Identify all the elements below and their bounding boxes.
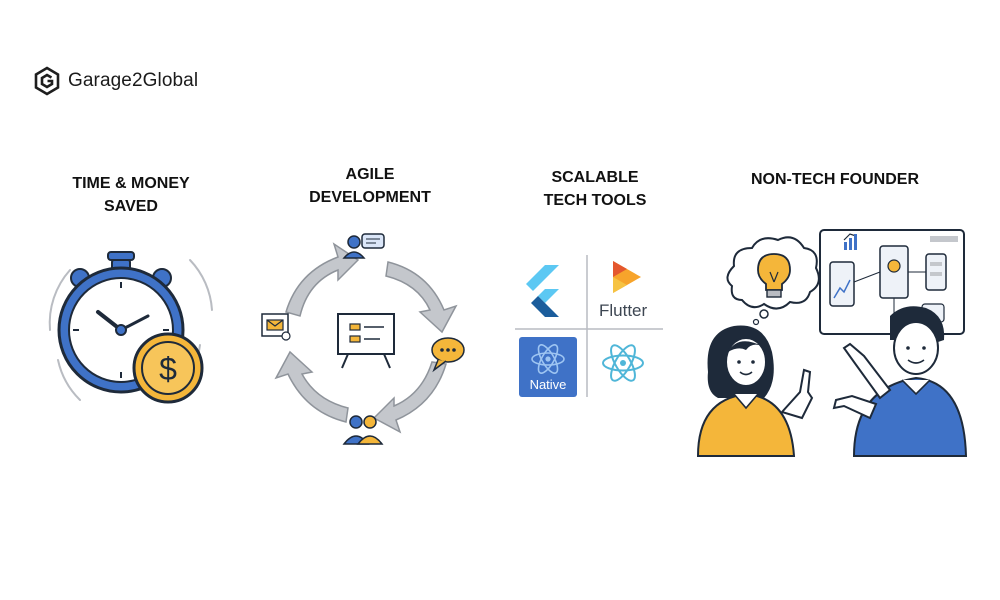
hexagon-g-logo-icon: [34, 66, 60, 96]
title-line: AGILE: [345, 166, 395, 183]
stopwatch-illustration: $: [48, 251, 213, 404]
woman-founder-illustration: [696, 325, 814, 457]
flutter-label: Flutter: [599, 301, 648, 320]
title-line: TECH TOOLS: [543, 192, 647, 209]
section-title-time-money: TIME & MONEY SAVED: [46, 172, 216, 218]
tech-tools-grid: Flutter Native: [515, 255, 663, 397]
title-line: DEVELOPMENT: [309, 189, 431, 206]
lightbulb-thought-icon: [726, 236, 820, 326]
svg-text:$: $: [159, 351, 177, 387]
title-line: NON-TECH FOUNDER: [751, 171, 919, 188]
mail-card-icon: [261, 313, 291, 341]
team-icon: [342, 415, 384, 445]
presentation-board-icon: [337, 313, 395, 369]
user-chat-icon: [342, 233, 385, 259]
play-logo-icon: [613, 261, 641, 293]
section-title-tools: SCALABLE TECH TOOLS: [505, 166, 685, 212]
section-title-founder: NON-TECH FOUNDER: [730, 168, 940, 191]
cycle-arrows-icon: [274, 242, 458, 434]
brand-header: Garage2Global: [32, 66, 198, 96]
chat-bubble-icon: [431, 337, 465, 373]
app-wireframe-icon: [819, 229, 965, 335]
react-native-logo-icon: Native: [519, 337, 577, 397]
dollar-coin-icon: $: [132, 332, 204, 404]
native-label: Native: [530, 377, 567, 392]
react-logo-icon: [602, 344, 644, 382]
man-developer-illustration: [832, 306, 968, 457]
title-line: TIME & MONEY: [72, 175, 190, 192]
brand-name: Garage2Global: [68, 70, 199, 91]
founder-illustration: [696, 229, 968, 457]
title-line: SCALABLE: [551, 169, 639, 186]
flutter-logo-icon: [526, 265, 559, 317]
title-line: SAVED: [104, 198, 158, 215]
agile-cycle-illustration: [261, 233, 465, 445]
section-title-agile: AGILE DEVELOPMENT: [285, 163, 455, 209]
